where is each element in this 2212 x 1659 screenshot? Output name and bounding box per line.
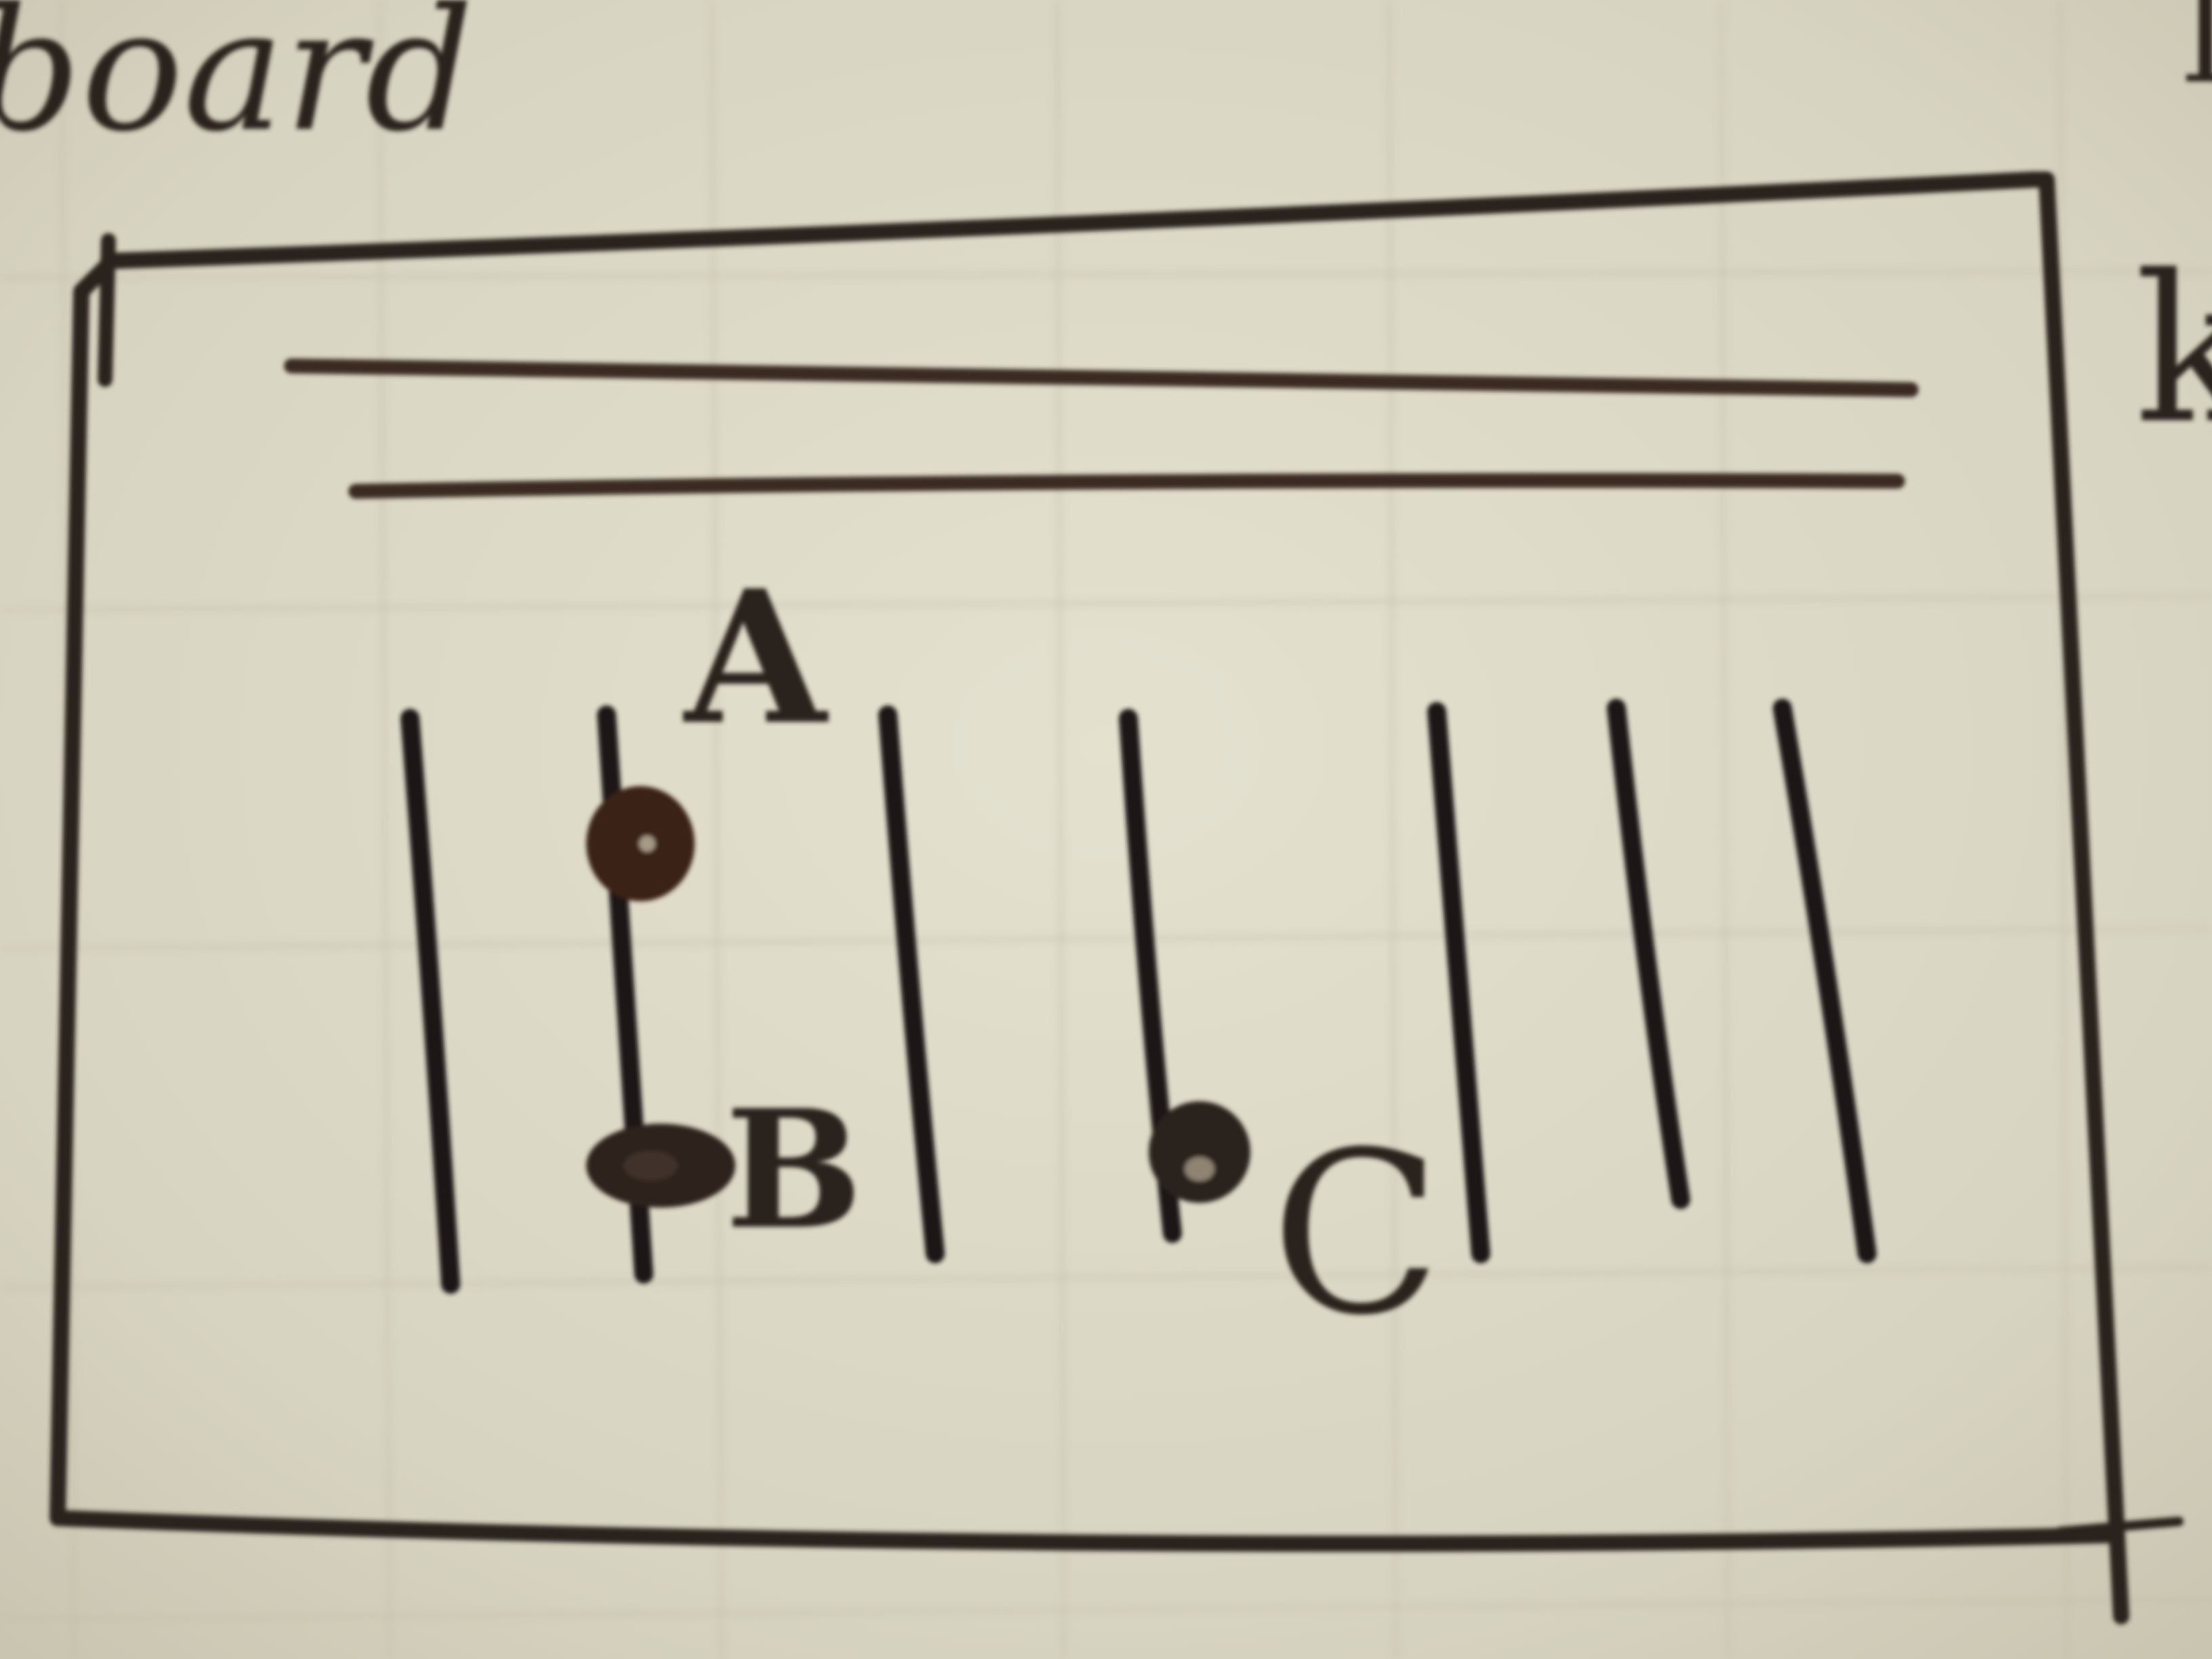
dot-b-highlight [623,1151,678,1181]
string-6 [1607,699,1690,1209]
header-line-1 [284,359,1919,397]
string-1 [401,709,460,1294]
dot-a-highlight [639,836,655,852]
dot-c-highlight [1185,1157,1214,1181]
dot-c [1149,1101,1250,1203]
label-b: B [725,1074,863,1265]
string-3 [878,705,945,1263]
edge-glyph-top: I [2179,0,2212,114]
label-a: A [682,550,830,765]
string-7 [1773,699,1877,1263]
frame-corner-mark-left [98,233,116,387]
label-c: C [1271,1104,1442,1364]
board-frame [49,171,2129,1624]
edge-glyph-mid: k [2135,232,2212,468]
frame-corner-mark [2055,1517,2184,1536]
string-5 [1427,702,1490,1263]
header-line-2 [348,473,1905,499]
corner-heading: board [0,0,474,169]
